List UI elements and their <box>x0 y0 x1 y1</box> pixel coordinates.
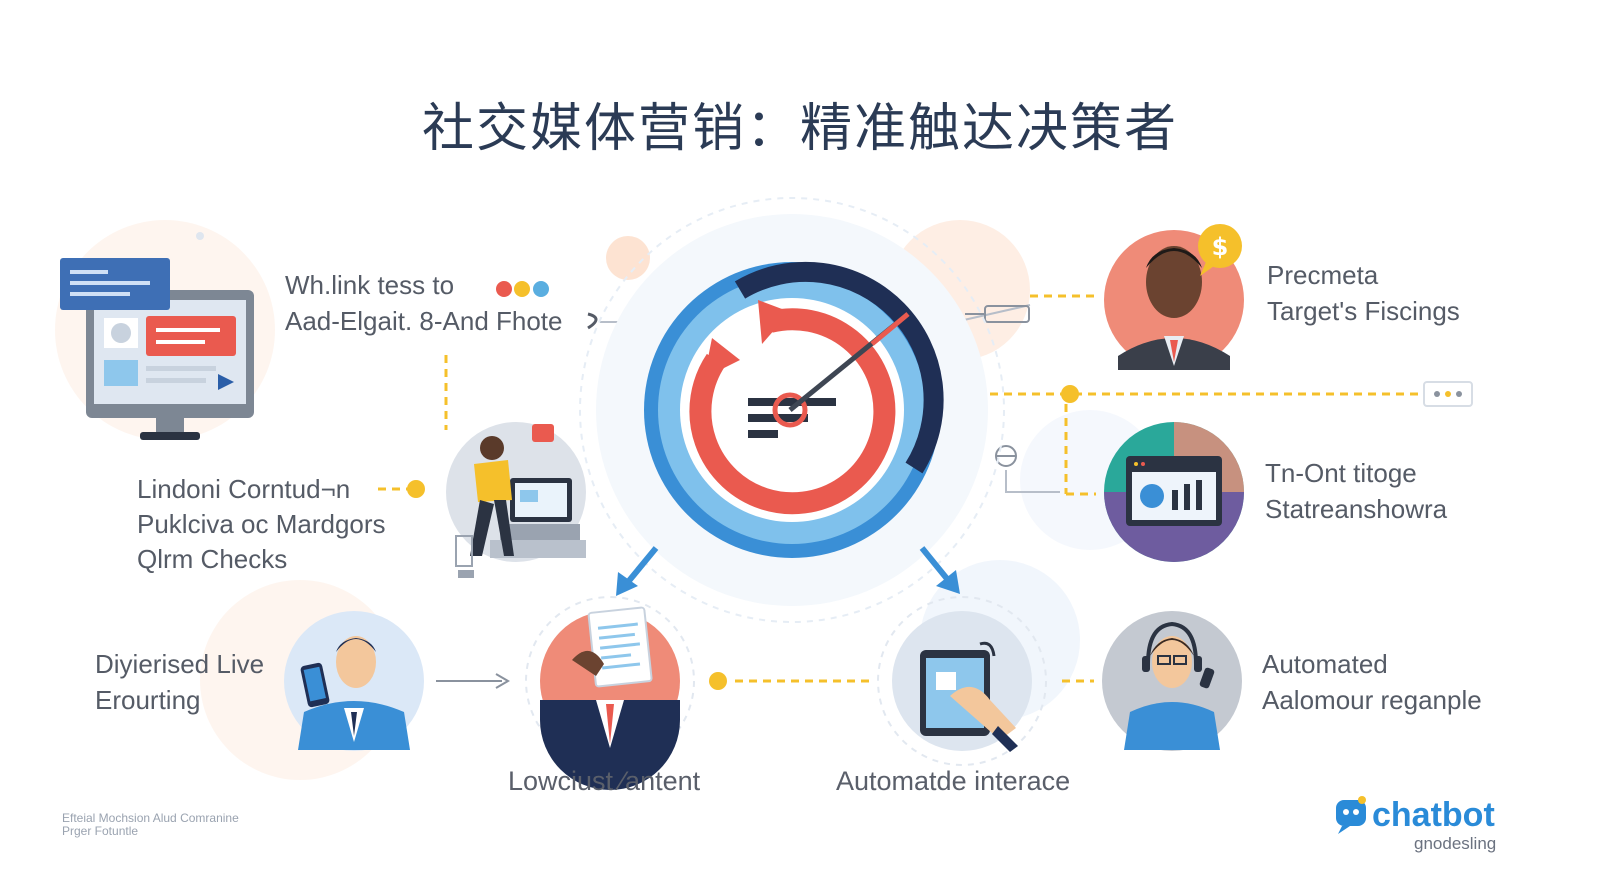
left-top-text: Wh.link tess to Aad-Elgait. 8-And Fhote <box>285 267 563 339</box>
connector-lines <box>196 232 1422 690</box>
right-top-line-2: Target's Fiscings <box>1267 296 1460 326</box>
blue-arrows <box>616 546 960 596</box>
ellipsis-box-icon <box>1423 381 1473 407</box>
caption-content: Lowciust ⁄antent <box>508 766 701 796</box>
left-mid-line-2: Puklciva oc Mardgors <box>137 509 386 539</box>
businessman-icon <box>1104 224 1244 370</box>
left-mid-line-3: Qlrm Checks <box>137 544 288 574</box>
phone-user-icon <box>284 611 424 751</box>
headset-support-icon <box>1102 611 1242 751</box>
left-mid-text: Lindoni Corntud¬n Puklciva oc Mardgors Q… <box>137 472 386 577</box>
footer-note: Efteial Mochsion Alud Comranine Prger Fo… <box>62 812 239 838</box>
right-top-line-1: Precmeta <box>1267 260 1379 290</box>
right-mid-line-2: Statreanshowra <box>1265 494 1448 524</box>
right-bottom-text: Automated Aalomour reganple <box>1262 646 1482 718</box>
right-mid-line-1: Tn-Ont titoge <box>1265 458 1417 488</box>
caption-interface: Automatde interace <box>836 766 1071 796</box>
globe-small-icon <box>995 445 1017 467</box>
footer-line-2: Prger Fotuntle <box>62 824 139 838</box>
footer-line-1: Efteial Mochsion Alud Comranine <box>62 811 239 825</box>
computer-monitor-icon <box>60 258 254 440</box>
page-title: 社交媒体营销：精准触达决策者 <box>421 99 1178 159</box>
color-dots-icon <box>496 281 549 297</box>
dashboard-screen-icon <box>1104 422 1244 562</box>
tablet-touch-icon <box>877 596 1047 766</box>
document-reader-icon <box>525 596 695 790</box>
left-top-line-1: Wh.link tess to <box>285 270 455 300</box>
plug-icon <box>965 305 1030 323</box>
dollar-speech-bubble-icon: $ <box>1212 233 1229 261</box>
chatbot-logo-icon <box>1336 796 1366 834</box>
brand-name: chatbot <box>1372 796 1495 834</box>
left-bottom-line-1: Diyierised Live <box>95 649 265 679</box>
left-bottom-text: Diyierised Live Erourting <box>95 646 264 718</box>
left-top-line-2: Aad-Elgait. 8-And Fhote <box>285 306 563 336</box>
right-top-text: Precmeta Target's Fiscings <box>1267 257 1460 329</box>
left-bottom-line-2: Erourting <box>95 685 201 715</box>
worker-at-desk-icon <box>446 422 586 578</box>
right-mid-text: Tn-Ont titoge Statreanshowra <box>1265 455 1447 527</box>
brand-subtitle: gnodesling <box>1414 834 1497 853</box>
left-mid-line-1: Lindoni Corntud¬n <box>137 474 351 504</box>
right-bottom-line-1: Automated <box>1262 649 1388 679</box>
right-bottom-line-2: Aalomour reganple <box>1262 685 1482 715</box>
target-gauge-icon <box>579 197 1005 623</box>
